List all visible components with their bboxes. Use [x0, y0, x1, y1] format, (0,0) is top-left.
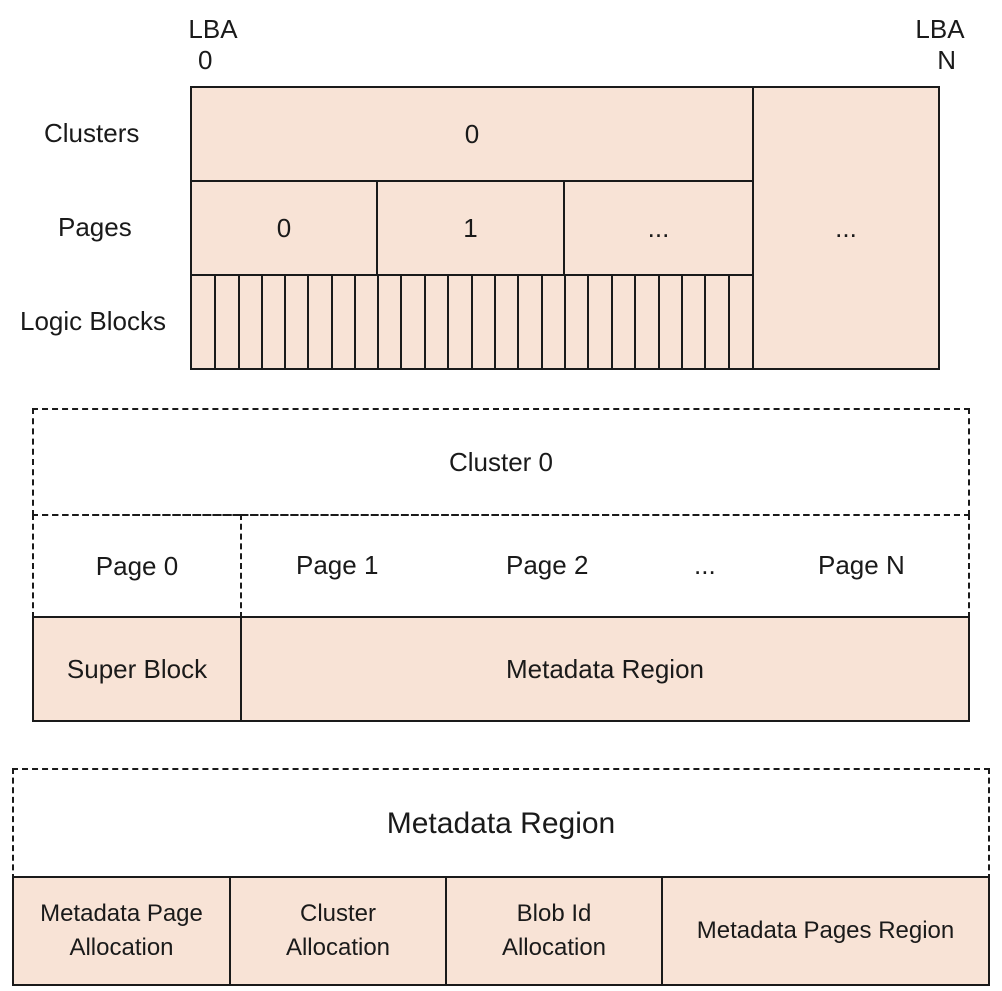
row-label-clusters: Clusters: [44, 118, 140, 148]
rest-clusters-cell: ...: [752, 86, 940, 370]
metadata-region-outline: Metadata Region: [12, 768, 990, 880]
logic-block-divider: [237, 276, 240, 368]
logic-block-divider: [284, 276, 286, 368]
metadata-region-label: Metadata Region: [505, 653, 705, 684]
metadata-pages-region-label: Metadata Pages Region: [697, 914, 955, 948]
logic-block-divider: [400, 276, 403, 368]
logic-block-divider: [540, 276, 543, 368]
logic-block-divider: [610, 276, 613, 368]
blob-id-allocation-cell: Blob Id Allocation: [445, 876, 663, 986]
cluster-0-outline: Cluster 0: [32, 408, 970, 516]
lba-start-word: LBA: [188, 14, 238, 44]
page-1-cell: 1: [376, 180, 565, 276]
metadata-region-title: Metadata Region: [386, 807, 616, 840]
cluster-allocation-line-2: Allocation: [285, 934, 391, 961]
logic-block-divider: [517, 276, 520, 368]
blob-id-allocation-label: Blob Id Allocation: [502, 897, 606, 965]
lba-end-label: LBA N: [912, 14, 968, 76]
logic-block-dividers: [192, 276, 752, 368]
cluster-0-cell: 0: [190, 86, 754, 182]
page-ellipsis-label: ...: [694, 550, 716, 580]
metadata-pages-region-line-1: Metadata Pages Region: [696, 917, 955, 944]
row-label-pages: Pages: [58, 212, 132, 242]
super-block-cell: Super Block: [32, 616, 242, 722]
logic-block-divider: [377, 276, 379, 368]
page-2-label: Page 2: [506, 550, 589, 580]
logic-block-divider: [423, 276, 426, 368]
logic-block-divider: [680, 276, 683, 368]
lba-start-label: LBA 0: [188, 14, 238, 76]
lba-end-word: LBA: [915, 14, 965, 44]
logic-block-divider: [657, 276, 660, 368]
logic-block-divider: [704, 276, 707, 368]
page-n-label: Page N: [818, 550, 905, 580]
logic-block-divider: [634, 276, 637, 368]
logic-block-divider: [493, 276, 496, 368]
page-1-label: Page 1: [296, 550, 379, 580]
metadata-page-allocation-line-2: Allocation: [69, 934, 174, 961]
page-more-cell: ...: [563, 180, 754, 276]
lba-end-index: N: [937, 45, 956, 76]
logic-block-divider: [470, 276, 473, 368]
cluster-allocation-cell: Cluster Allocation: [229, 876, 447, 986]
lba-start-index: 0: [198, 45, 213, 76]
row-label-logic-blocks: Logic Blocks: [20, 306, 166, 336]
logic-block-divider: [727, 276, 730, 368]
cluster-allocation-line-1: Cluster: [299, 900, 377, 927]
page-1-value: 1: [463, 212, 478, 243]
logic-block-divider: [447, 276, 450, 368]
blob-id-allocation-line-2: Allocation: [501, 934, 607, 961]
super-block-label: Super Block: [66, 653, 208, 684]
blob-id-allocation-line-1: Blob Id: [516, 900, 592, 927]
cluster-0-value: 0: [464, 118, 480, 149]
logic-blocks-strip: [190, 274, 754, 370]
logic-block-divider: [214, 276, 217, 368]
cluster-0-title: Cluster 0: [448, 446, 554, 477]
metadata-page-allocation-cell: Metadata Page Allocation: [12, 876, 231, 986]
logic-block-divider: [353, 276, 356, 368]
logic-block-divider: [564, 276, 566, 368]
metadata-region-cell: Metadata Region: [240, 616, 970, 722]
metadata-pages-region-cell: Metadata Pages Region: [661, 876, 990, 986]
logic-block-divider: [307, 276, 310, 368]
page-0-label: Page 0: [95, 550, 179, 581]
logic-block-divider: [260, 276, 263, 368]
logic-block-divider: [330, 276, 333, 368]
cluster-allocation-label: Cluster Allocation: [286, 897, 390, 965]
page-0-outline: Page 0: [32, 514, 242, 618]
page-more-value: ...: [647, 212, 670, 243]
metadata-page-allocation-line-1: Metadata Page: [40, 900, 203, 927]
page-0-cell: 0: [190, 180, 378, 276]
rest-clusters-value: ...: [835, 212, 857, 243]
metadata-page-allocation-label: Metadata Page Allocation: [40, 897, 203, 965]
logic-block-divider: [587, 276, 590, 368]
page-0-value: 0: [276, 212, 292, 243]
